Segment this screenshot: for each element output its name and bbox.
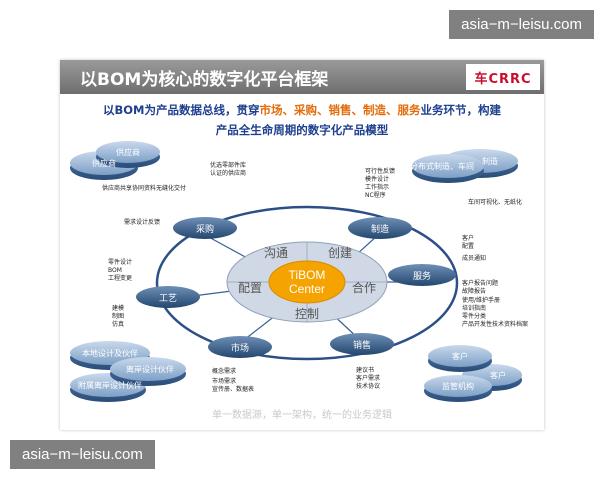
subtitle-line-2: 产品全生命周期的数字化产品模型 xyxy=(215,123,389,137)
note-supplier-quality-1: 优选零部件库 xyxy=(210,161,246,169)
note-service-1b: 配置 xyxy=(462,243,474,250)
disk-regulator: 监管机构 xyxy=(424,375,492,402)
note-service-3e: 零件分类 xyxy=(462,312,486,320)
disk-label-factory-back: 制造 xyxy=(482,156,498,166)
note-manufacture-3: 工作指示 xyxy=(365,183,389,191)
hub-seg-configure: 配置 xyxy=(238,281,262,295)
annotations: 优选零部件库 认证的供应商 供应商共享协同资料无缝化交付 需求设计反馈 可行性反… xyxy=(102,161,528,393)
subtitle-highlight: 市场、采购、销售、制造、服务 xyxy=(259,103,421,117)
hub-center-line1: TiBOM xyxy=(289,268,326,282)
disk-label-customer-back: 客户 xyxy=(490,370,506,380)
slide: 以BOM为核心的数字化平台框架 车CRRC 以BOM为产品数据总线，贯穿市场、采… xyxy=(60,60,544,430)
node-label-process: 工艺 xyxy=(159,293,177,304)
node-process: 工艺 xyxy=(136,286,200,308)
subtitle-line-1: 以BOM为产品数据总线，贯穿市场、采购、销售、制造、服务业务环节，构建 xyxy=(60,102,544,118)
note-process-2: 制图 xyxy=(112,312,124,320)
disk-label-offshore-design: 离岸设计伙伴 xyxy=(126,364,174,374)
watermark-bottom: asia−m−leisu.com xyxy=(10,440,155,469)
note-workshop: 车间可视化、无纸化 xyxy=(468,198,522,206)
note-market-2: 市场需求 xyxy=(212,377,236,385)
node-label-sales: 销售 xyxy=(353,339,371,351)
node-label-purchase: 采购 xyxy=(196,223,214,235)
bottom-caption: 单一数据源，单一架构，统一的业务逻辑 xyxy=(212,410,392,421)
note-process-1: 建模 xyxy=(112,304,124,312)
note-service-3c: 使用/维护手册 xyxy=(462,296,500,304)
node-purchase: 采购 xyxy=(173,217,237,239)
note-sales-1: 建议书 xyxy=(356,366,374,374)
node-manufacture: 制造 xyxy=(348,217,412,239)
disk-label-factory: 分布式制造、车间 xyxy=(410,161,474,171)
logo-text: 车CRRC xyxy=(474,71,532,87)
note-manufacture-2: 模件设计 xyxy=(365,175,389,183)
node-label-manufacture: 制造 xyxy=(371,223,389,235)
hub-core xyxy=(268,260,346,304)
hub: TiBOM Center 沟通 创建 合作 控制 配置 xyxy=(226,241,388,323)
hub-center-line2: Center xyxy=(289,282,325,296)
node-market: 市场 xyxy=(208,336,272,358)
disk-label-customer: 客户 xyxy=(452,351,468,361)
note-manufacture-1: 可行性反馈 xyxy=(365,167,395,175)
note-demand-design: 需求设计反馈 xyxy=(124,218,160,226)
note-sales-3: 技术协议 xyxy=(356,382,380,390)
note-service-3f: 产品开发性技术资料档案 xyxy=(462,320,528,328)
hub-seg-create: 创建 xyxy=(328,246,352,260)
note-market-3: 宣传册、数据表 xyxy=(212,385,254,393)
crrc-logo: 车CRRC xyxy=(466,64,540,90)
note-supplier-quality-2: 认证的供应商 xyxy=(210,169,246,177)
node-sales: 销售 xyxy=(330,333,394,355)
disk-customer: 客户 客户 xyxy=(428,345,522,391)
note-service-3b: 故障报告 xyxy=(462,287,486,295)
subtitle-part-1: 以BOM为产品数据总线，贯穿 xyxy=(103,103,260,117)
hub-seg-communicate: 沟通 xyxy=(264,246,288,260)
note-market-1: 概念需求 xyxy=(212,367,236,375)
disk-label-supplier: 供应商 xyxy=(92,158,116,168)
disk-supplier: 供应商 供应商 xyxy=(70,141,160,180)
subtitle-part-3: 业务环节，构建 xyxy=(420,103,501,117)
hub-seg-cooperate: 合作 xyxy=(352,280,376,295)
title-bar: 以BOM为核心的数字化平台框架 车CRRC xyxy=(60,60,544,94)
note-parts-design-2: BOM xyxy=(108,267,122,274)
note-parts-design-1: 零件设计 xyxy=(108,258,132,266)
node-service: 服务 xyxy=(388,264,456,286)
note-service-1a: 客户 xyxy=(462,234,474,242)
disk-factory: 制造 分布式制造、车间 xyxy=(410,149,518,183)
note-service-3d: 培训指南 xyxy=(462,304,486,312)
note-service-3a: 客户报告问题 xyxy=(462,279,498,287)
note-service-2: 成员通知 xyxy=(462,254,486,262)
note-parts-design-3: 工程变更 xyxy=(108,274,132,282)
node-label-market: 市场 xyxy=(231,342,249,354)
main-ring xyxy=(155,205,459,361)
disk-offshore-design: 离岸设计伙伴 附属离岸设计伙伴 xyxy=(70,357,186,402)
bom-framework-diagram: TiBOM Center 沟通 创建 合作 控制 配置 采购 制造 服务 销售 … xyxy=(70,141,528,402)
node-label-service: 服务 xyxy=(413,270,431,282)
disk-label-regulator: 监管机构 xyxy=(442,381,474,391)
note-process-3: 仿真 xyxy=(112,320,124,328)
note-sales-2: 客户需求 xyxy=(356,374,380,382)
disk-label-offshore-back: 附属离岸设计伙伴 xyxy=(78,380,142,390)
slide-title: 以BOM为核心的数字化平台框架 xyxy=(80,70,329,90)
note-supplier-collab: 供应商共享协同资料无缝化交付 xyxy=(102,184,186,192)
disk-label-supplier-back: 供应商 xyxy=(116,147,140,157)
note-manufacture-4: NC程序 xyxy=(365,191,386,199)
disk-label-local-design: 本地设计及伙伴 xyxy=(82,348,138,358)
watermark-top: asia−m−leisu.com xyxy=(449,10,594,39)
hub-seg-control: 控制 xyxy=(295,307,319,321)
